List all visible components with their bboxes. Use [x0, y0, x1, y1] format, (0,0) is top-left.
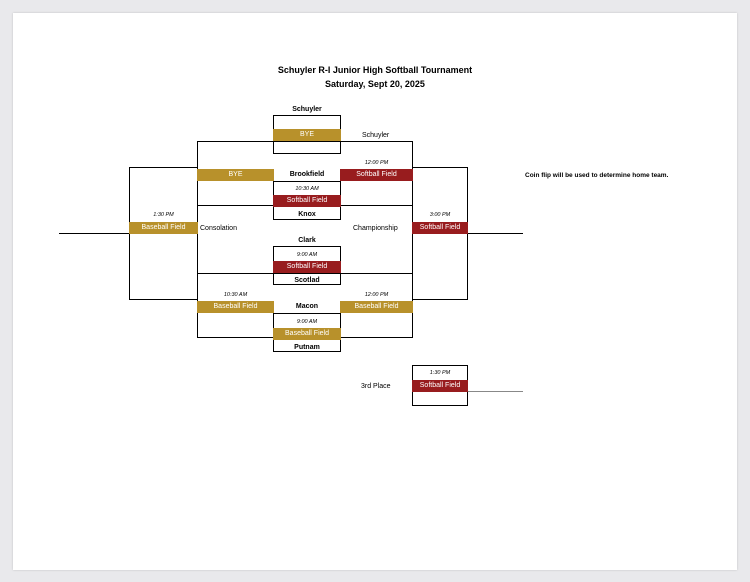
field-g1-bye: BYE — [273, 129, 341, 141]
page-date: Saturday, Sept 20, 2025 — [325, 79, 425, 89]
label-consolation: Consolation — [200, 225, 237, 232]
field-third-place: Softball Field — [412, 380, 468, 392]
field-consolation: Baseball Field — [129, 222, 198, 234]
time-g3: 9:00 AM — [296, 252, 318, 258]
page-title: Schuyler R-I Junior High Softball Tourna… — [277, 65, 473, 75]
label-championship: Championship — [353, 225, 398, 232]
time-consolation: 1:30 PM — [153, 212, 174, 218]
field-semi-left: Baseball Field — [197, 301, 274, 313]
team-clark: Clark — [298, 237, 316, 244]
field-semi-right: Baseball Field — [340, 301, 413, 313]
field-championship: Softball Field — [412, 222, 468, 234]
time-third-place: 1:30 PM — [429, 370, 451, 376]
team-macon: Macon — [295, 303, 319, 310]
bracket-sheet: Schuyler R-I Junior High Softball Tourna… — [13, 13, 737, 570]
time-g4: 9:00 AM — [296, 319, 318, 325]
team-scotlad: Scotlad — [294, 277, 320, 284]
field-semi-bye: BYE — [197, 169, 274, 181]
label-third-place: 3rd Place — [361, 383, 391, 390]
coin-flip-note: Coin flip will be used to determine home… — [525, 172, 669, 179]
label-schuyler-advance: Schuyler — [362, 132, 390, 139]
field-g2: Softball Field — [273, 195, 341, 207]
team-brookfield: Brookfield — [289, 171, 325, 178]
field-g4: Baseball Field — [273, 328, 341, 340]
time-semi-left: 10:30 AM — [223, 292, 248, 298]
time-semi-top: 12:00 PM — [364, 160, 389, 166]
team-knox: Knox — [298, 211, 316, 218]
field-g3: Softball Field — [273, 261, 341, 273]
field-semi-top: Softball Field — [340, 169, 413, 181]
team-schuyler: Schuyler — [292, 106, 322, 113]
time-g2: 10:30 AM — [295, 186, 319, 192]
time-championship: 3:00 PM — [429, 212, 451, 218]
time-semi-right: 12:00 PM — [364, 292, 389, 298]
team-putnam: Putnam — [294, 344, 320, 351]
